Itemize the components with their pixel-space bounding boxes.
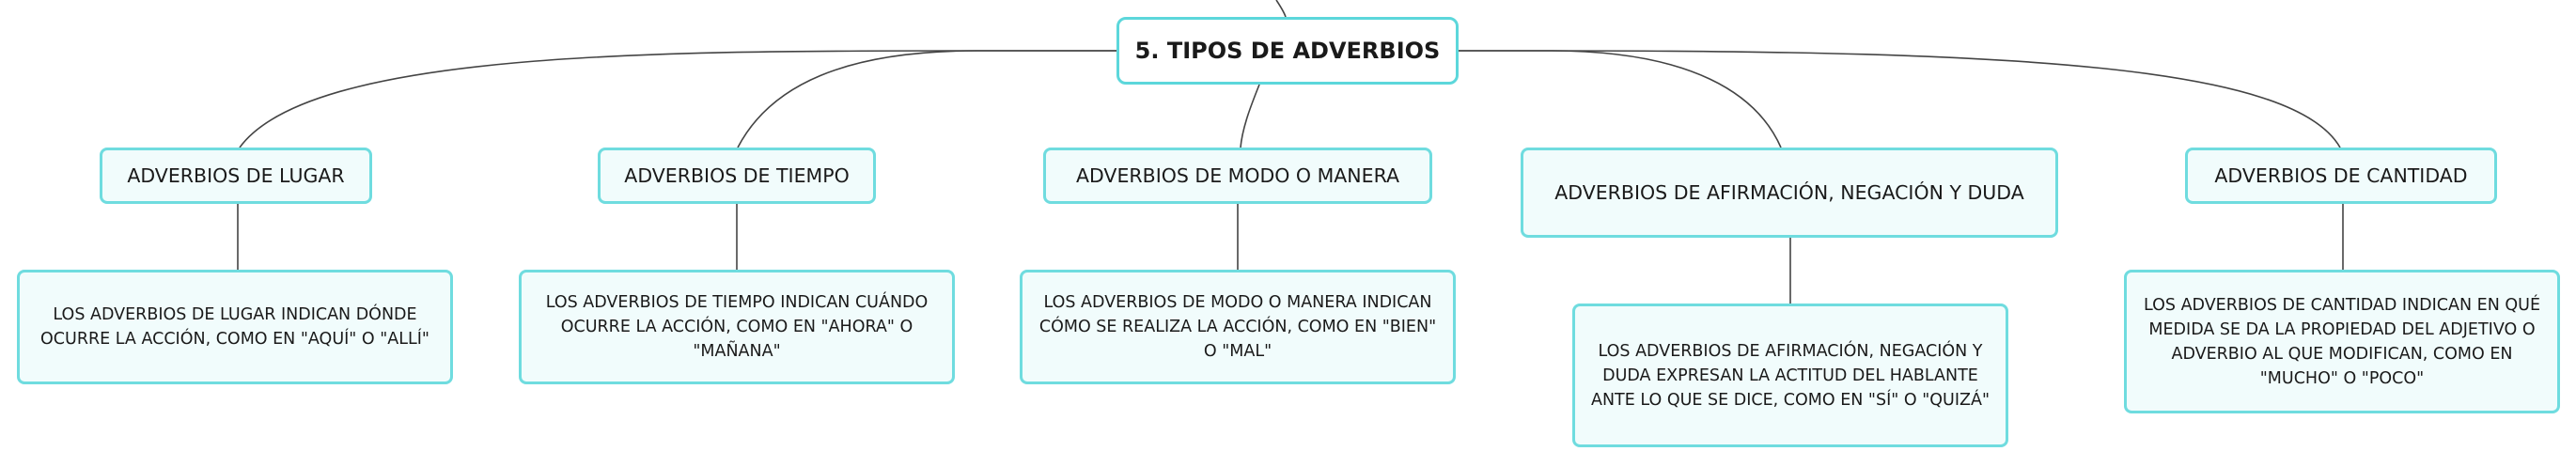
description-text: LOS ADVERBIOS DE LUGAR INDICAN DÓNDE OCU… (40, 305, 429, 349)
topic-adverbios-tiempo[interactable]: ADVERBIOS DE TIEMPO (598, 148, 876, 204)
description-adverbios-cantidad[interactable]: LOS ADVERBIOS DE CANTIDAD INDICAN EN QUÉ… (2124, 270, 2560, 413)
description-text: LOS ADVERBIOS DE CANTIDAD INDICAN EN QUÉ… (2144, 295, 2540, 388)
description-adverbios-afirmacion[interactable]: LOS ADVERBIOS DE AFIRMACIÓN, NEGACIÓN Y … (1572, 304, 2008, 447)
connector-root-afirmacion (1459, 50, 1782, 148)
connector-root-lugar (239, 50, 1116, 148)
description-text: LOS ADVERBIOS DE MODO O MANERA INDICAN C… (1038, 293, 1437, 361)
connector-root-tiempo (737, 50, 1116, 148)
connector-root-cantidad (1459, 50, 2341, 148)
connector-root-modo (1240, 84, 1260, 148)
topic-adverbios-cantidad[interactable]: ADVERBIOS DE CANTIDAD (2185, 148, 2497, 204)
topic-label: ADVERBIOS DE MODO O MANERA (1075, 164, 1400, 187)
root-topic[interactable]: 5. TIPOS DE ADVERBIOS (1116, 17, 1459, 85)
description-adverbios-tiempo[interactable]: LOS ADVERBIOS DE TIEMPO INDICAN CUÁNDO O… (519, 270, 955, 384)
description-text: LOS ADVERBIOS DE AFIRMACIÓN, NEGACIÓN Y … (1590, 341, 1991, 410)
topic-adverbios-modo[interactable]: ADVERBIOS DE MODO O MANERA (1043, 148, 1432, 204)
topic-adverbios-afirmacion[interactable]: ADVERBIOS DE AFIRMACIÓN, NEGACIÓN Y DUDA (1521, 148, 2058, 238)
topic-label: ADVERBIOS DE TIEMPO (624, 164, 850, 187)
description-text: LOS ADVERBIOS DE TIEMPO INDICAN CUÁNDO O… (545, 293, 929, 361)
topic-label: ADVERBIOS DE CANTIDAD (2214, 164, 2468, 187)
root-topic-label: 5. TIPOS DE ADVERBIOS (1134, 38, 1441, 64)
description-adverbios-modo[interactable]: LOS ADVERBIOS DE MODO O MANERA INDICAN C… (1020, 270, 1456, 384)
topic-label: ADVERBIOS DE LUGAR (127, 164, 345, 187)
topic-adverbios-lugar[interactable]: ADVERBIOS DE LUGAR (100, 148, 372, 204)
connector-parent-stub (1275, 0, 1287, 18)
topic-label: ADVERBIOS DE AFIRMACIÓN, NEGACIÓN Y DUDA (1554, 181, 2024, 204)
description-adverbios-lugar[interactable]: LOS ADVERBIOS DE LUGAR INDICAN DÓNDE OCU… (17, 270, 453, 384)
